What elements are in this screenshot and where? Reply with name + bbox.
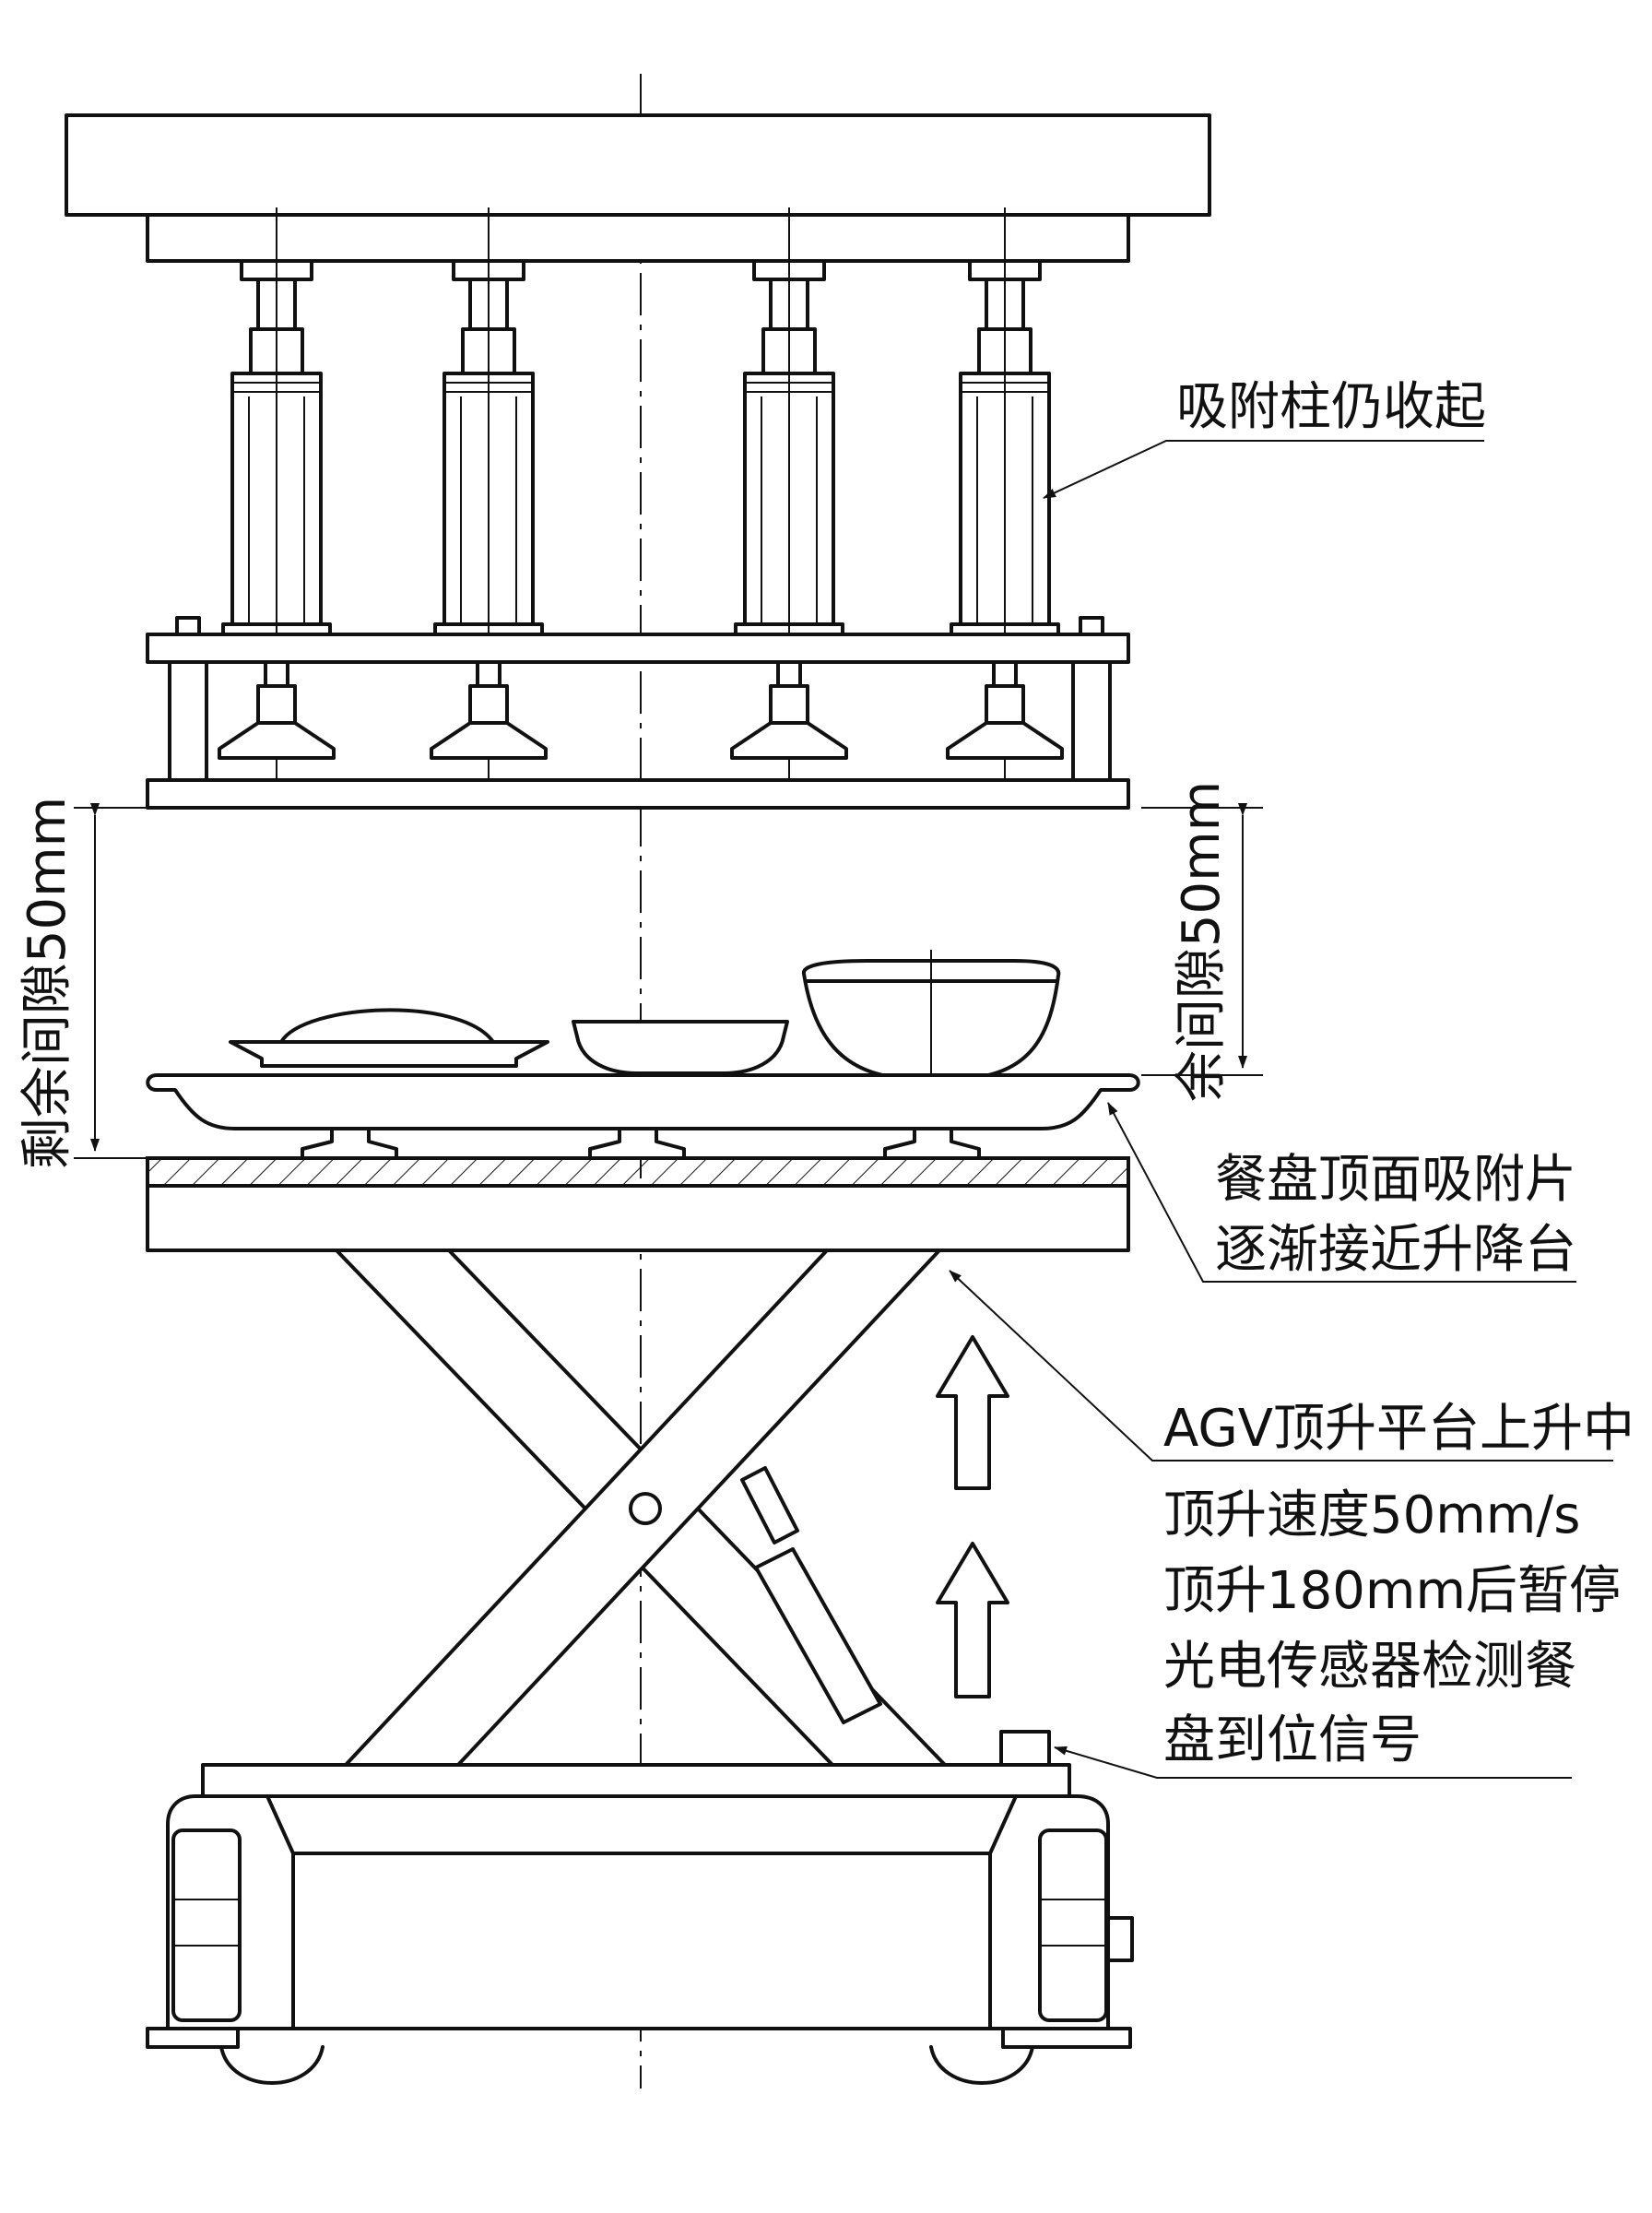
lift-cylinder: [740, 1466, 799, 1544]
frame-bolt-right: [1079, 616, 1104, 636]
gap-dimensions: [74, 803, 1263, 1159]
agv-chassis: [146, 1730, 1134, 2085]
top-frame: [65, 113, 1211, 263]
label-remaining-gap-right: 余间隙50mm: [1172, 781, 1232, 1102]
agv-hopper: [266, 1794, 1018, 1855]
agv-bumper-left: [171, 1828, 242, 2022]
leader-columns: [1043, 440, 1484, 499]
scissor-pivot: [629, 1492, 662, 1525]
tray-pad-1: [301, 1127, 398, 1160]
agv-top-plate: [201, 1763, 1071, 1798]
label-tray-suction-2: 逐渐接近升降台: [1215, 1220, 1576, 1280]
platform-hatched-plate: [146, 1156, 1130, 1188]
frame-post-right: [1071, 660, 1112, 782]
tray: [146, 1073, 1140, 1130]
frame-post-left: [168, 660, 208, 782]
tray-pad-2: [588, 1127, 686, 1160]
tableware: [146, 950, 1140, 1160]
agv-wheel-left: [219, 2045, 324, 2085]
tray-pad-3: [883, 1127, 981, 1160]
lift-platform: [146, 1156, 1130, 1252]
frame-bolt-left: [175, 616, 201, 636]
label-sensor-1: 光电传感器检测餐: [1163, 1637, 1576, 1697]
suction-cup-3: [730, 660, 848, 760]
top-beam: [65, 113, 1211, 217]
small-bowl: [572, 1020, 789, 1075]
suction-column-1: [221, 207, 332, 784]
suction-cup-1: [218, 660, 336, 760]
platform-body: [146, 1184, 1130, 1252]
agv-body: [166, 1794, 1110, 2030]
top-beam-lower: [146, 213, 1130, 263]
agv-wheel-right: [929, 2045, 1034, 2085]
leader-tray: [1107, 1102, 1576, 1283]
suction-frame: [146, 616, 1130, 810]
frame-top-plate: [146, 633, 1130, 664]
agv-foot-right: [1001, 2027, 1132, 2049]
leader-lines: [949, 440, 1613, 1779]
up-arrow-icon: [936, 1542, 1009, 1698]
label-agv-rising: AGV顶升平台上升中: [1163, 1399, 1634, 1459]
suction-column-4: [950, 207, 1060, 784]
agv-bumper-right: [1038, 1828, 1108, 2022]
suction-column-2: [433, 207, 544, 784]
leader-sensor: [1054, 1746, 1572, 1779]
agv-foot-left: [146, 2027, 240, 2049]
agv-side-knob: [1106, 1916, 1134, 1962]
plate-food: [279, 1008, 495, 1044]
leader-agv: [949, 1270, 1613, 1462]
suction-columns: [221, 207, 1060, 784]
photoelectric-sensor: [999, 1730, 1051, 1767]
label-tray-suction-1: 餐盘顶面吸附片: [1215, 1150, 1576, 1210]
lift-cylinder-barrel: [754, 1547, 882, 1724]
suction-cup-4: [946, 660, 1064, 760]
label-lift-speed: 顶升速度50mm/s: [1163, 1485, 1580, 1545]
up-arrow-icon: [936, 1335, 1009, 1490]
label-remaining-gap-left: 剩余间隙50mm: [18, 797, 77, 1169]
suction-cup-2: [430, 660, 548, 760]
label-lift-pause: 顶升180mm后暂停: [1163, 1561, 1621, 1621]
plate: [229, 1040, 549, 1068]
label-columns-retracted: 吸附柱仍收起: [1176, 377, 1486, 437]
label-sensor-2: 盘到位信号: [1163, 1710, 1422, 1770]
frame-bottom-plate: [146, 778, 1130, 810]
